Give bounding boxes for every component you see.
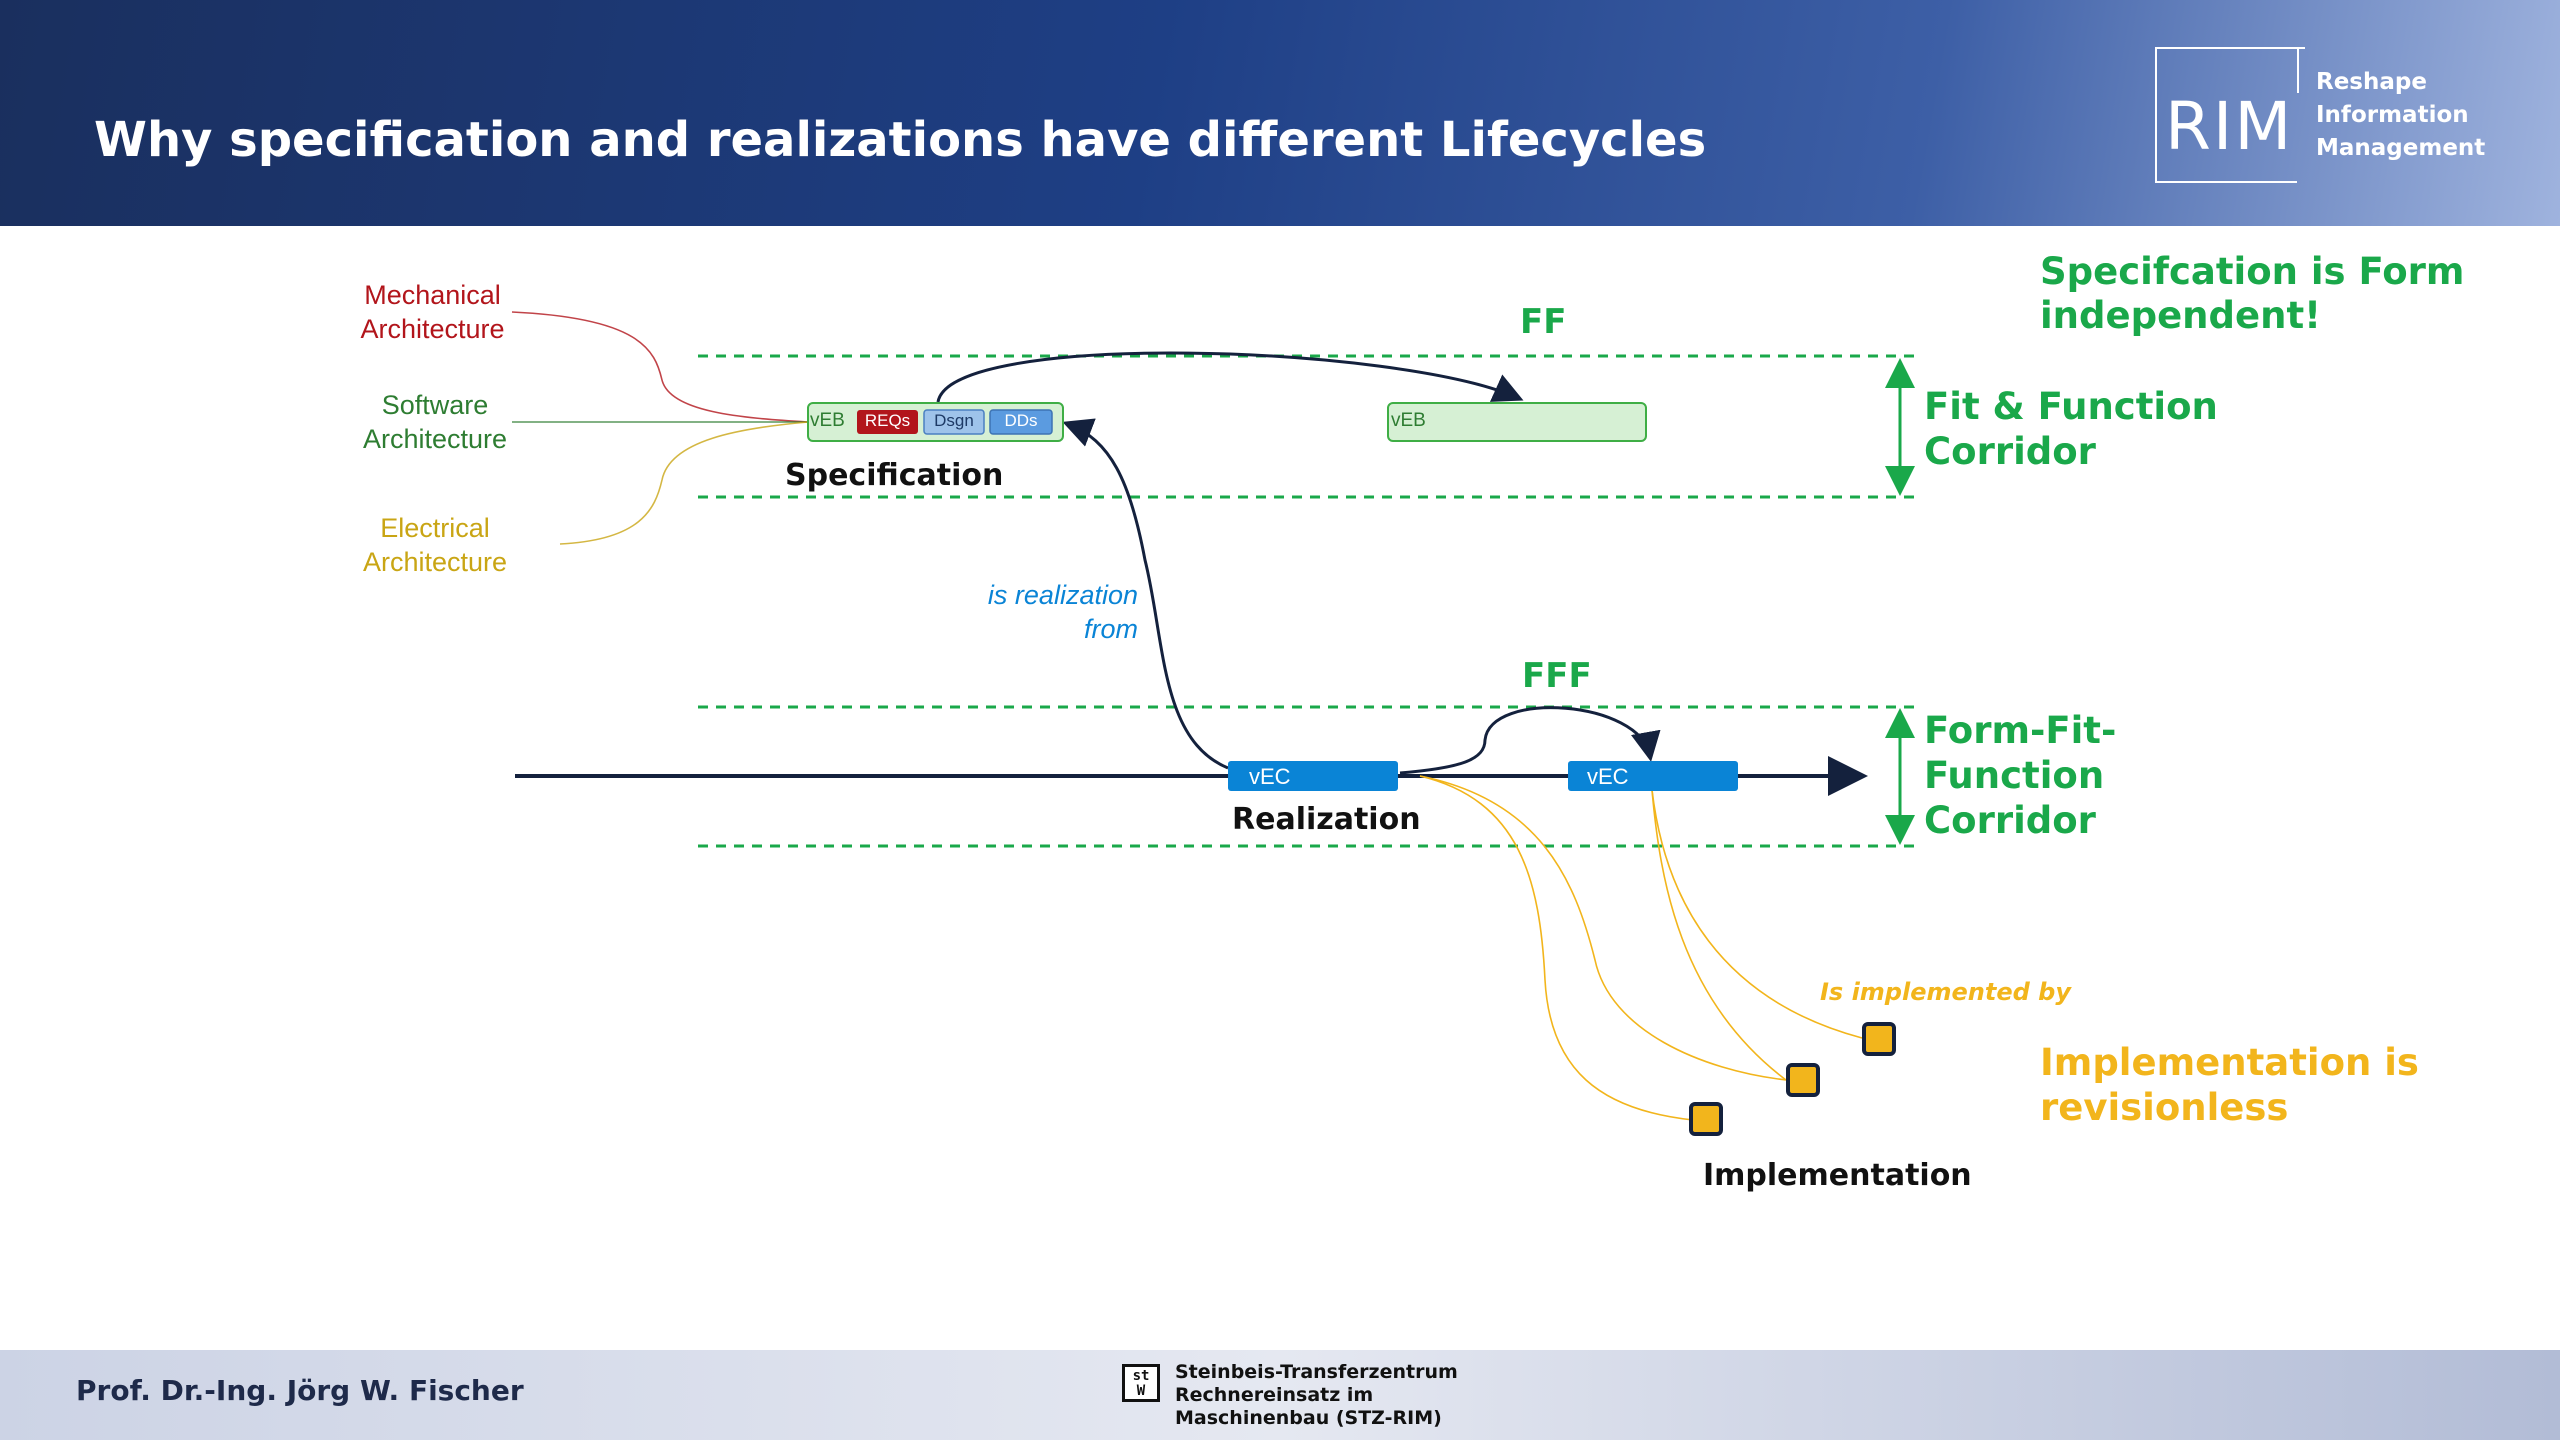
impl-square-2 bbox=[1786, 1063, 1820, 1097]
ff-corridor-label: Fit & Function Corridor bbox=[1924, 384, 2218, 474]
implemented-by-label: Is implemented by bbox=[1820, 978, 2071, 1006]
dsgn-tag bbox=[923, 409, 985, 435]
fff-label: FFF bbox=[1522, 656, 1592, 696]
realization-from-line-1: is realization bbox=[987, 580, 1138, 610]
software-line-2: Architecture bbox=[362, 424, 508, 454]
realization-label: Realization bbox=[1232, 802, 1421, 837]
vec-box-2-label: vEC bbox=[1587, 764, 1629, 789]
revisionless-note: Implementation is revisionless bbox=[2040, 1040, 2419, 1130]
mechanical-line-1: Mechanical bbox=[364, 280, 501, 310]
veb-box-2 bbox=[1387, 402, 1647, 442]
footer-bar bbox=[0, 1350, 2560, 1440]
realization-from-line-2: from bbox=[1084, 614, 1138, 644]
revisionless-line-2: revisionless bbox=[2040, 1086, 2289, 1129]
specification-label: Specification bbox=[785, 458, 1004, 493]
dds-tag bbox=[989, 409, 1053, 435]
org-line-1: Steinbeis-Transferzentrum bbox=[1175, 1361, 1458, 1383]
impl-curve-1 bbox=[1419, 775, 1694, 1121]
revisionless-line-1: Implementation is bbox=[2040, 1041, 2419, 1084]
form-independent-line-1: Specifcation is Form bbox=[2040, 250, 2465, 293]
mechanical-link-curve bbox=[511, 311, 809, 423]
footer-organization: Steinbeis-Transferzentrum Rechnereinsatz… bbox=[1175, 1361, 1458, 1430]
reqs-tag bbox=[857, 410, 918, 434]
fff-corridor-line-2: Function bbox=[1924, 754, 2105, 797]
dds-tag-label: DDs bbox=[1004, 411, 1038, 430]
spec-veb-label: vEB bbox=[810, 410, 845, 431]
ff-evolution-arrow bbox=[936, 351, 1524, 403]
impl-square-1 bbox=[1689, 1102, 1723, 1136]
impl-curve-2 bbox=[1419, 775, 1787, 1081]
electrical-line-2: Architecture bbox=[362, 547, 508, 577]
fff-corridor-line-3: Corridor bbox=[1924, 799, 2096, 842]
fff-evolution-arrow bbox=[1399, 706, 1661, 775]
vec-box-1 bbox=[1228, 761, 1398, 791]
rim-logo-frame bbox=[2155, 47, 2305, 183]
logo-line-1: Reshape bbox=[2316, 69, 2427, 95]
rim-logo-mark: RIM bbox=[2165, 88, 2294, 165]
ff-corridor-line-1: Fit & Function bbox=[1924, 385, 2218, 428]
rim-logo-subtitle: Reshape Information Management bbox=[2316, 66, 2485, 165]
fff-corridor-label: Form-Fit- Function Corridor bbox=[1924, 708, 2116, 843]
impl-square-3 bbox=[1862, 1022, 1896, 1056]
electrical-line-1: Electrical bbox=[380, 513, 490, 543]
reqs-tag-label: REQs bbox=[864, 411, 911, 430]
org-line-3: Maschinenbau (STZ-RIM) bbox=[1175, 1407, 1442, 1429]
veb-box-2-label: vEB bbox=[1391, 410, 1426, 431]
vec-box-1-label: vEC bbox=[1249, 764, 1291, 789]
software-line-1: Software bbox=[381, 390, 489, 420]
implementation-label: Implementation bbox=[1703, 1158, 1972, 1193]
realization-from-label: is realization from bbox=[950, 578, 1138, 646]
fff-corridor-line-1: Form-Fit- bbox=[1924, 709, 2117, 752]
form-independent-line-2: independent! bbox=[2040, 294, 2322, 337]
org-line-2: Rechnereinsatz im bbox=[1175, 1384, 1374, 1406]
slide-title: Why specification and realizations have … bbox=[94, 112, 1707, 168]
logo-line-2: Information bbox=[2316, 102, 2469, 128]
ff-label: FF bbox=[1520, 302, 1567, 342]
logo-line-3: Management bbox=[2316, 135, 2486, 161]
electrical-link-curve bbox=[559, 421, 809, 545]
header-banner bbox=[0, 0, 2560, 226]
mechanical-line-2: Architecture bbox=[360, 314, 505, 344]
ff-corridor-line-2: Corridor bbox=[1924, 430, 2096, 473]
form-independent-note: Specifcation is Form independent! bbox=[2040, 250, 2464, 338]
impl-curve-3 bbox=[1651, 789, 1787, 1081]
realization-from-arrow bbox=[1062, 418, 1229, 770]
software-architecture-label: Software Architecture bbox=[355, 388, 515, 456]
vec-box-2 bbox=[1568, 761, 1738, 791]
electrical-architecture-label: Electrical Architecture bbox=[355, 511, 515, 579]
impl-curve-4 bbox=[1651, 789, 1863, 1039]
footer-author: Prof. Dr.-Ing. Jörg W. Fischer bbox=[76, 1374, 524, 1407]
dsgn-tag-label: Dsgn bbox=[934, 411, 974, 430]
mechanical-architecture-label: Mechanical Architecture bbox=[340, 278, 525, 346]
